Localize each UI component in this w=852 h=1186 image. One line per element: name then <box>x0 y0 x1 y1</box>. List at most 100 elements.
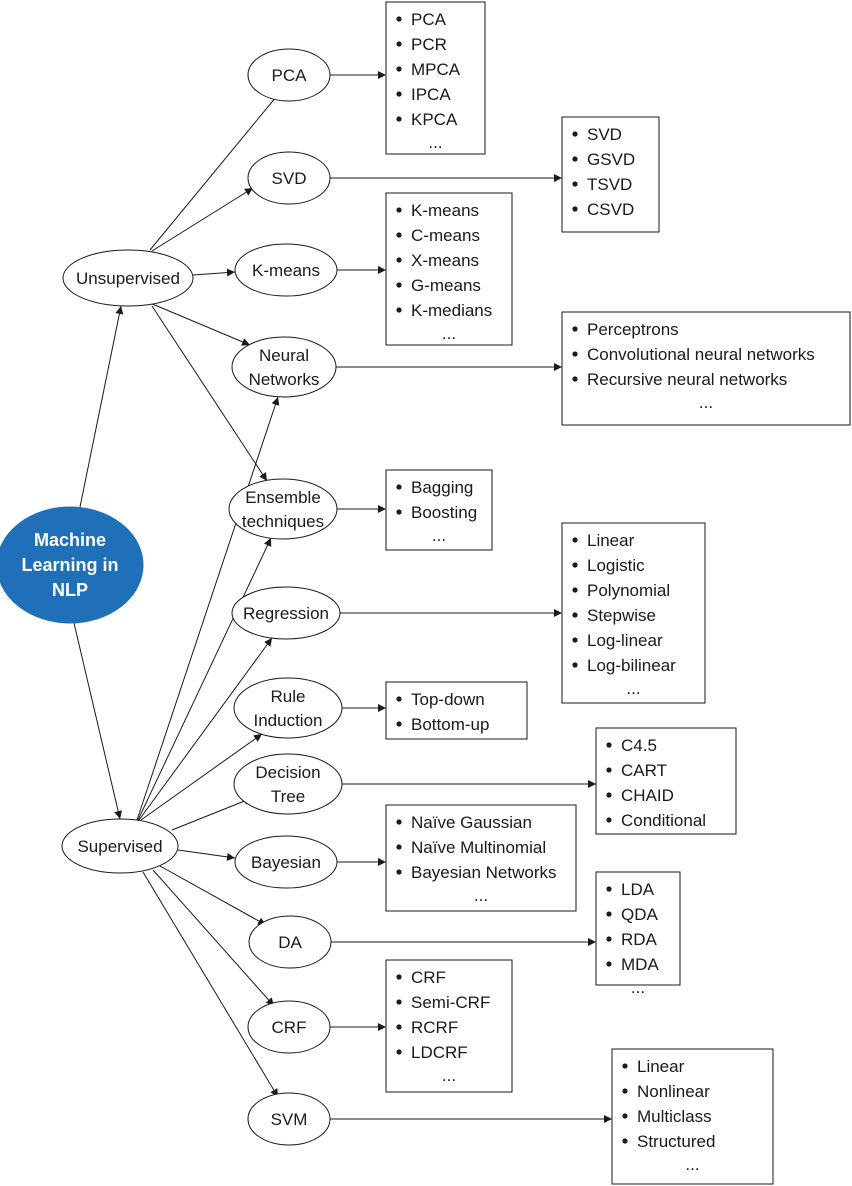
list-item: Logistic <box>587 556 645 575</box>
list-item-ellipsis: ... <box>428 133 442 152</box>
bullet-icon <box>622 1088 628 1094</box>
list-item: CSVD <box>587 200 634 219</box>
list-box-regression: LinearLogisticPolynomialStepwiseLog-line… <box>561 522 706 704</box>
list-item: Stepwise <box>587 606 656 625</box>
method-node-da-shape <box>248 915 332 969</box>
bullet-icon <box>572 156 578 162</box>
method-node-svm-label: SVM <box>271 1110 308 1129</box>
method-node-nn-shape <box>231 336 337 398</box>
bullet-icon <box>572 662 578 668</box>
method-node-rule-label: Rule <box>271 687 306 706</box>
bullet-icon <box>606 817 612 823</box>
method-node-ensemble-label: Ensemble <box>245 488 321 507</box>
method-node-svm-shape <box>247 1092 331 1146</box>
list-item-ellipsis: ... <box>432 526 446 545</box>
root-node-machine-learning-in-nlp-shape <box>0 506 144 624</box>
method-node-svd: SVD <box>247 151 331 205</box>
method-node-regression-label: Regression <box>243 604 329 623</box>
list-item: C4.5 <box>621 736 657 755</box>
list-item: QDA <box>621 905 659 924</box>
bullet-icon <box>606 936 612 942</box>
list-item: MDA <box>621 955 659 974</box>
edge-supervised-to-bayesian <box>177 849 236 861</box>
list-item: Nonlinear <box>637 1082 710 1101</box>
list-item-ellipsis: ... <box>631 978 645 997</box>
edge-unsupervised-to-ensemble <box>151 305 268 482</box>
method-node-pca-label: PCA <box>272 66 308 85</box>
list-box-frame <box>561 116 660 233</box>
list-box-frame <box>561 522 706 704</box>
bullet-icon <box>606 742 612 748</box>
list-item: C-means <box>411 226 480 245</box>
list-item-ellipsis: ... <box>474 886 488 905</box>
list-item: Bayesian Networks <box>411 863 557 882</box>
method-node-da-label: DA <box>278 933 302 952</box>
bullet-icon <box>572 376 578 382</box>
method-node-nn-label: Neural <box>259 346 309 365</box>
list-item: IPCA <box>411 85 451 104</box>
list-item: K-means <box>411 201 479 220</box>
bullet-icon <box>606 792 612 798</box>
method-node-bayesian: Bayesian <box>234 835 338 889</box>
method-node-kmeans: K-means <box>234 243 338 297</box>
list-item: SVD <box>587 125 622 144</box>
category-node-unsupervised-label: Unsupervised <box>76 269 180 288</box>
edge-unsupervised-to-svd <box>151 187 254 252</box>
edge-supervised-to-svm <box>142 871 279 1098</box>
list-item: KPCA <box>411 110 458 129</box>
method-node-rule-shape <box>233 677 343 739</box>
list-item: TSVD <box>587 175 632 194</box>
edge-supervised-to-da <box>159 865 267 926</box>
list-box-kmeans: K-meansC-meansX-meansG-meansK-medians... <box>385 192 513 346</box>
bullet-icon <box>622 1138 628 1144</box>
list-box-crf: CRFSemi-CRFRCRFLDCRF... <box>385 959 513 1093</box>
category-node-supervised: Supervised <box>61 818 179 874</box>
list-item: Naïve Multinomial <box>411 838 546 857</box>
bullet-icon <box>622 1063 628 1069</box>
method-node-crf-label: CRF <box>272 1018 307 1037</box>
list-item: Multiclass <box>637 1107 712 1126</box>
list-item: Bagging <box>411 478 473 497</box>
list-box-frame <box>561 311 851 426</box>
list-item: Recursive neural networks <box>587 370 787 389</box>
list-item: Perceptrons <box>587 320 679 339</box>
bullet-icon <box>396 16 402 22</box>
method-node-kmeans-shape <box>234 243 338 297</box>
bullet-icon <box>396 1049 402 1055</box>
method-node-crf-shape <box>247 1000 331 1054</box>
list-item: GSVD <box>587 150 635 169</box>
list-item: Polynomial <box>587 581 670 600</box>
bullet-icon <box>396 696 402 702</box>
edge-unsupervised-to-pca <box>149 90 282 251</box>
bullet-icon <box>572 351 578 357</box>
list-item: RDA <box>621 930 658 949</box>
category-node-supervised-shape <box>61 818 179 874</box>
list-item: Conditional <box>621 811 706 830</box>
category-node-supervised-label: Supervised <box>77 837 162 856</box>
bullet-icon <box>396 974 402 980</box>
edges-layer <box>73 71 612 1123</box>
list-box-frame <box>385 681 528 740</box>
bullet-icon <box>396 869 402 875</box>
bullet-icon <box>572 587 578 593</box>
list-item: LDCRF <box>411 1043 468 1062</box>
list-item-ellipsis: ... <box>685 1155 699 1174</box>
bullet-icon <box>572 637 578 643</box>
edge-supervised-to-crf <box>152 869 275 1007</box>
list-item: Log-bilinear <box>587 656 676 675</box>
list-item: CART <box>621 761 667 780</box>
bullet-icon <box>396 819 402 825</box>
bullet-icon <box>396 282 402 288</box>
bullet-icon <box>396 232 402 238</box>
list-item: Boosting <box>411 503 477 522</box>
list-box-frame <box>385 192 513 346</box>
bullet-icon <box>622 1113 628 1119</box>
root-node-machine-learning-in-nlp-label: Machine <box>34 530 106 550</box>
list-item: PCA <box>411 10 447 29</box>
